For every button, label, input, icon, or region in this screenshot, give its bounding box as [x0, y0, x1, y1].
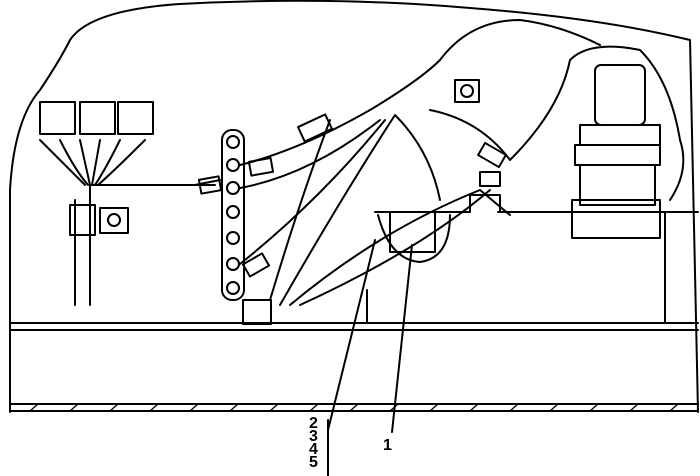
rail-hatching	[29, 403, 679, 412]
round-connector	[571, 64, 661, 239]
harness-wires	[194, 19, 685, 306]
leader-line-2	[327, 239, 376, 431]
callout-3: 3	[309, 428, 318, 445]
cutaway-outline	[9, 0, 699, 413]
callout-5: 5	[309, 454, 318, 471]
wire-clamp-left	[69, 204, 129, 236]
callout-4: 4	[309, 441, 318, 458]
callout-2: 2	[309, 415, 318, 432]
inline-connectors	[197, 79, 507, 278]
connector-component	[374, 171, 501, 263]
callout-1: 1	[383, 437, 392, 454]
multi-pin-connectors	[39, 101, 216, 306]
leader-line-1	[391, 244, 413, 433]
